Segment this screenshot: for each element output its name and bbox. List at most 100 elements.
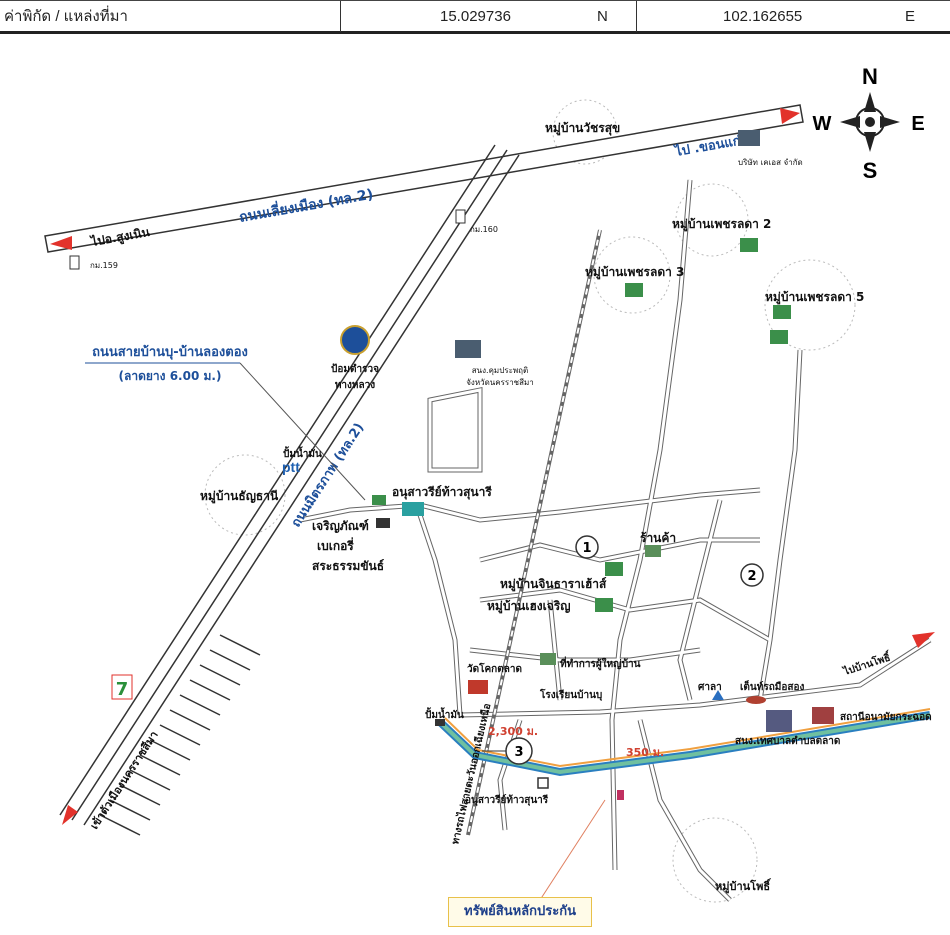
roadside-hatching: [99, 634, 261, 836]
mittraphap-highway: [59, 144, 520, 826]
label-bakery-3: สระธรรมขันธ์: [312, 559, 384, 573]
temple-icon: [468, 680, 488, 694]
map-mark: [764, 259, 856, 351]
label-probation-office-2: จังหวัดนครราชสีมา: [466, 378, 534, 387]
map-mark: [199, 664, 241, 686]
house-icon: [773, 305, 791, 319]
sala-icon: [712, 690, 724, 700]
map-mark: [427, 386, 483, 473]
km160-label: กม.160: [470, 225, 498, 234]
numbered-markers: 1 2 3: [482, 535, 764, 765]
map-mark: [99, 814, 141, 836]
label-wat: วัดโคกตลาด: [467, 662, 522, 675]
label-municipal: สนง.เทศบาลตำบลตลาด: [735, 735, 840, 747]
monument-icon: [537, 777, 549, 789]
map-mark: [109, 799, 151, 821]
map-mark: [444, 708, 931, 768]
railway-dash: [467, 229, 601, 836]
map-mark: [139, 754, 181, 776]
coordinate-header: ค่าพิกัด / แหล่งที่มา 15.029736 N 102.16…: [0, 0, 950, 34]
label-school: โรงเรียนบ้านบุ: [539, 688, 602, 701]
divider: [340, 1, 341, 32]
km159-label: กม.159: [90, 261, 118, 270]
local-road-label: ถนนสายบ้านบุ-บ้านลองตอง: [92, 344, 248, 360]
seven-eleven-icon: [111, 674, 133, 700]
label-shop: ร้านค้า: [640, 531, 676, 545]
map-mark: [59, 144, 496, 816]
map-mark: [149, 739, 191, 761]
building-icons: 7: [111, 130, 834, 800]
property-marker-icon: [617, 790, 624, 800]
arrow-west-icon: [50, 236, 72, 250]
map-mark: หมู่บ้านวัชรสุข บริษัท เคเอส จำกัด หมู่บ…: [200, 121, 932, 894]
map-mark: [552, 99, 618, 165]
label-phetlada2: หมู่บ้านเพชรลดา 2: [672, 217, 771, 232]
compass-icon: N S W E: [813, 64, 925, 183]
label-police: ป้อมตำรวจ: [331, 363, 379, 375]
office-building-icon: [455, 340, 481, 358]
local-roads: [299, 179, 932, 902]
map-mark: [575, 535, 599, 559]
house-icon: [625, 283, 643, 297]
map-mark: [548, 599, 562, 701]
bypass-highway: [44, 104, 804, 253]
km-post-icon: [455, 209, 466, 224]
label-monument-top: อนุสาวรีย์ท้าวสุนารี: [392, 485, 492, 500]
municipal-icon: [766, 710, 792, 732]
map-mark: [758, 349, 802, 701]
map-mark: [479, 538, 760, 562]
house-icon: [770, 330, 788, 344]
map-mark: [179, 694, 221, 716]
house-icon: [740, 238, 758, 252]
gas-station-icon: [372, 495, 386, 505]
map-mark: [757, 349, 803, 701]
police-badge-icon: [340, 325, 370, 355]
map-mark: [610, 179, 692, 871]
map-mark: [864, 132, 876, 152]
label-hengcharoen: หมู่บ้านเฮงเจริญ: [487, 599, 570, 614]
compass-e: E: [911, 113, 924, 135]
map-mark: [189, 679, 231, 701]
label-sala: ศาลา: [698, 682, 722, 693]
longitude-direction: E: [905, 8, 916, 25]
label-watcharasuk: หมู่บ้านวัชรสุข: [545, 121, 620, 136]
car-icon: [746, 696, 766, 704]
map-mark: [219, 634, 261, 656]
compass-w: W: [813, 113, 832, 135]
km-post-icon: [69, 255, 80, 270]
compass-n: N: [862, 64, 878, 89]
arrow-city-icon: [62, 805, 78, 825]
map-mark: [83, 154, 520, 826]
label-probation-office: สนง.คุมประพฤติ: [472, 366, 528, 375]
shop-icon: [645, 545, 661, 557]
label-ban-pho: หมู่บ้านโพธิ์: [715, 878, 772, 894]
headman-office-icon: [540, 653, 556, 665]
map-mark: [469, 648, 701, 662]
arrow-east-icon: [780, 108, 800, 124]
latitude-direction: N: [597, 8, 608, 25]
label-phetlada3: หมู่บ้านเพชรลดา 3: [585, 265, 684, 280]
label-bakery-2: เบเกอรี่: [317, 537, 354, 553]
map-mark: [417, 514, 463, 716]
coordinate-label: ค่าพิกัด / แหล่งที่มา: [4, 8, 128, 25]
marker-1: 1: [582, 541, 591, 556]
label-monument-bottom: อนุสาวรีย์ท้าวสุนารี: [465, 794, 549, 806]
divider: [636, 1, 637, 32]
map-mark: [740, 563, 764, 587]
label-headman-office: ที่ทำการผู้ใหญ่บ้าน: [560, 656, 641, 671]
map-mark: [418, 514, 462, 716]
map-mark: [169, 709, 211, 731]
map-mark: [678, 499, 722, 701]
label-police-2: ทางหลวง: [335, 380, 375, 391]
map-mark: [865, 117, 875, 127]
distance-2: 350 ม.: [626, 746, 664, 759]
canal: [437, 708, 931, 777]
marker-2: 2: [747, 569, 756, 584]
house-icon: [605, 562, 623, 576]
label-ks-company: บริษัท เคเอส จำกัด: [738, 158, 803, 167]
callout-pointer: [239, 362, 366, 501]
map-mark: [44, 104, 804, 253]
gas-pump-icon: [435, 719, 445, 726]
company-icon: [738, 130, 760, 146]
collateral-property-callout: ทรัพย์สินหลักประกัน: [448, 897, 592, 927]
